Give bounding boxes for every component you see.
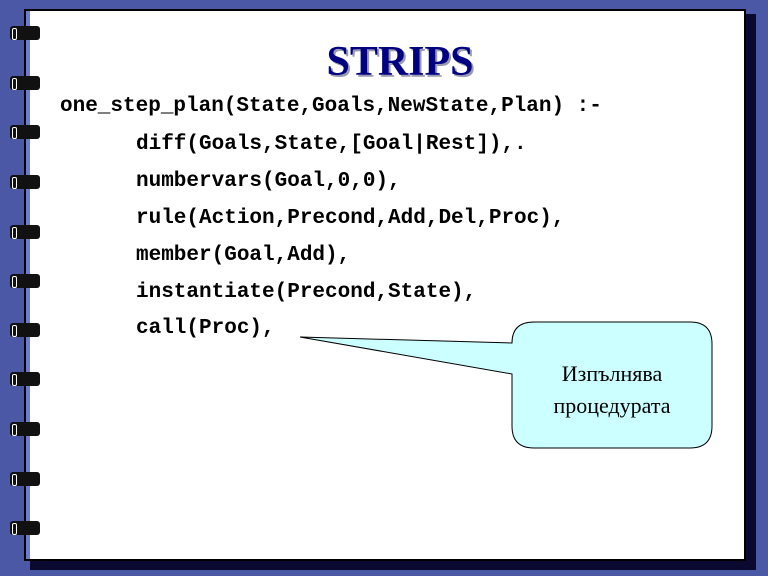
binder-ring-icon	[10, 125, 40, 139]
slide-page	[24, 9, 746, 561]
callout-text: Изпълнява процедурата	[512, 358, 712, 422]
binder-ring-icon	[10, 26, 40, 40]
code-line: rule(Action,Precond,Add,Del,Proc),	[136, 207, 565, 230]
binder-ring-icon	[10, 323, 40, 337]
slide-title: STRIPS	[326, 39, 474, 85]
binder-ring-icon	[10, 472, 40, 486]
code-line: call(Proc),	[136, 317, 275, 340]
callout-line: процедурата	[553, 393, 671, 418]
code-line: instantiate(Precond,State),	[136, 281, 477, 304]
code-line: member(Goal,Add),	[136, 244, 351, 267]
binder-ring-icon	[10, 372, 40, 386]
binder-ring-icon	[10, 422, 40, 436]
binder-ring-icon	[10, 175, 40, 189]
binder-ring-icon	[10, 76, 40, 90]
callout-line: Изпълнява	[561, 361, 663, 386]
binder-ring-icon	[10, 225, 40, 239]
binder-ring-icon	[10, 274, 40, 288]
code-line: one_step_plan(State,Goals,NewState,Plan)…	[60, 95, 602, 118]
binder-ring-icon	[10, 521, 40, 535]
code-line: numbervars(Goal,0,0),	[136, 170, 401, 193]
code-line: diff(Goals,State,[Goal|Rest]),.	[136, 133, 527, 156]
